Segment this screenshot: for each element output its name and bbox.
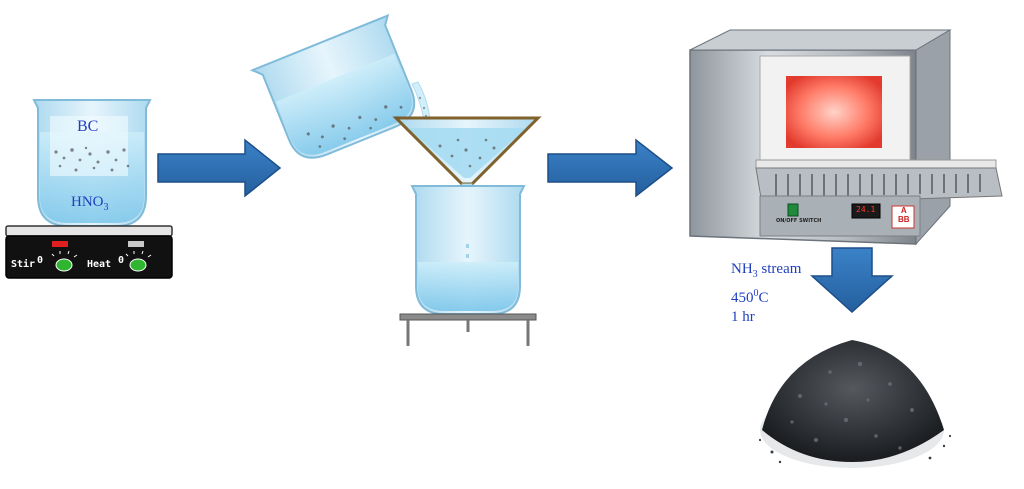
- time-condition: 1 hr: [731, 309, 755, 325]
- temp-unit: C: [758, 290, 769, 306]
- gas-subscript: 3: [752, 269, 758, 280]
- temp-value: 450: [731, 290, 754, 306]
- muffle-furnace: [689, 29, 1003, 246]
- stir-zero-mark: 0: [37, 255, 44, 266]
- furnace-logo: [891, 205, 915, 229]
- heat-indicator-light: [128, 241, 144, 247]
- temp-superscript: 0: [753, 288, 759, 299]
- switch-label: ON/OFF SWITCH: [776, 218, 822, 224]
- logo-text: A BB: [898, 206, 910, 224]
- door-vents: [775, 174, 981, 198]
- beaker-label-hno3: HNO3: [71, 194, 109, 213]
- beaker-step1: [32, 99, 152, 227]
- logo-line1: A: [900, 206, 907, 215]
- pouring-beaker: [249, 13, 416, 159]
- beaker-label-bc: BC: [77, 118, 99, 135]
- temperature-display: [851, 203, 881, 219]
- hot-plate: [5, 225, 173, 279]
- stir-label: Stir: [11, 259, 36, 270]
- power-switch[interactable]: [787, 203, 799, 217]
- temperature-condition: 4500C: [731, 284, 801, 308]
- stir-knob[interactable]: [51, 250, 78, 272]
- arrow-right-1: [157, 138, 282, 198]
- collecting-beaker: [410, 185, 526, 315]
- gas-condition: NH3 stream: [731, 260, 801, 284]
- powder-product: [758, 340, 952, 468]
- hno3-main: HNO: [71, 194, 104, 210]
- heat-knob[interactable]: [125, 250, 152, 272]
- heat-zero-mark: 0: [118, 255, 125, 266]
- gas-suffix: stream: [757, 261, 802, 277]
- particles: [54, 146, 130, 172]
- gas-main: NH: [731, 261, 753, 277]
- furnace-chamber-glow: [786, 76, 882, 148]
- beaker-stand: [399, 313, 537, 346]
- heat-label: Heat: [87, 259, 112, 270]
- hno3-subscript: 3: [103, 202, 109, 213]
- arrow-right-2: [547, 138, 674, 198]
- stir-indicator-light: [52, 241, 68, 247]
- logo-line2: BB: [898, 215, 910, 224]
- display-reading: 24.1: [856, 205, 876, 214]
- arrow-down: [810, 247, 894, 314]
- conditions-text: NH3 stream 4500C 1 hr: [731, 260, 801, 327]
